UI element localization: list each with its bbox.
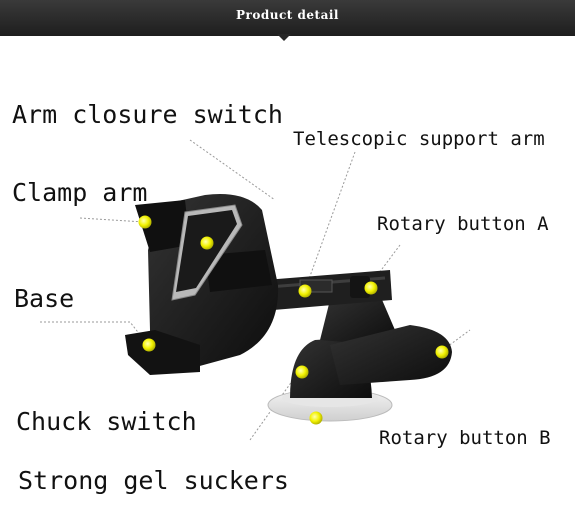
marker-dot-icon [364, 281, 378, 295]
label-rotary-button-a: Rotary button A [377, 213, 549, 235]
marker-dot-icon [200, 236, 214, 250]
label-rotary-button-b: Rotary button B [379, 427, 551, 449]
marker-dots [138, 215, 449, 425]
label-strong-gel-suckers: Strong gel suckers [18, 466, 289, 495]
marker-dot-icon [138, 215, 152, 229]
leader-arm-closure [189, 139, 276, 201]
marker-dot-icon [309, 411, 323, 425]
marker-dot-icon [435, 345, 449, 359]
label-telescopic-support-arm: Telescopic support arm [293, 128, 545, 150]
ball-joint [330, 325, 452, 385]
header-notch [277, 34, 291, 41]
label-chuck-switch: Chuck switch [16, 407, 197, 436]
clamp-arm-left [135, 200, 190, 252]
label-base: Base [14, 284, 75, 313]
rotary-knob-a [350, 276, 370, 298]
leader-telescopic [304, 151, 356, 291]
center-plate-inner [176, 210, 237, 292]
header-bar: Product detail [0, 0, 575, 36]
marker-dot-icon [298, 284, 312, 298]
clamp-arm-right [205, 250, 272, 292]
label-clamp-arm: Clamp arm [12, 178, 148, 207]
pivot-column [320, 295, 395, 345]
marker-dot-icon [295, 365, 309, 379]
marker-dot-icon [142, 338, 156, 352]
label-arm-closure-switch: Arm closure switch [12, 100, 283, 129]
leader-clamp [79, 217, 146, 223]
header-title: Product detail [236, 8, 339, 22]
